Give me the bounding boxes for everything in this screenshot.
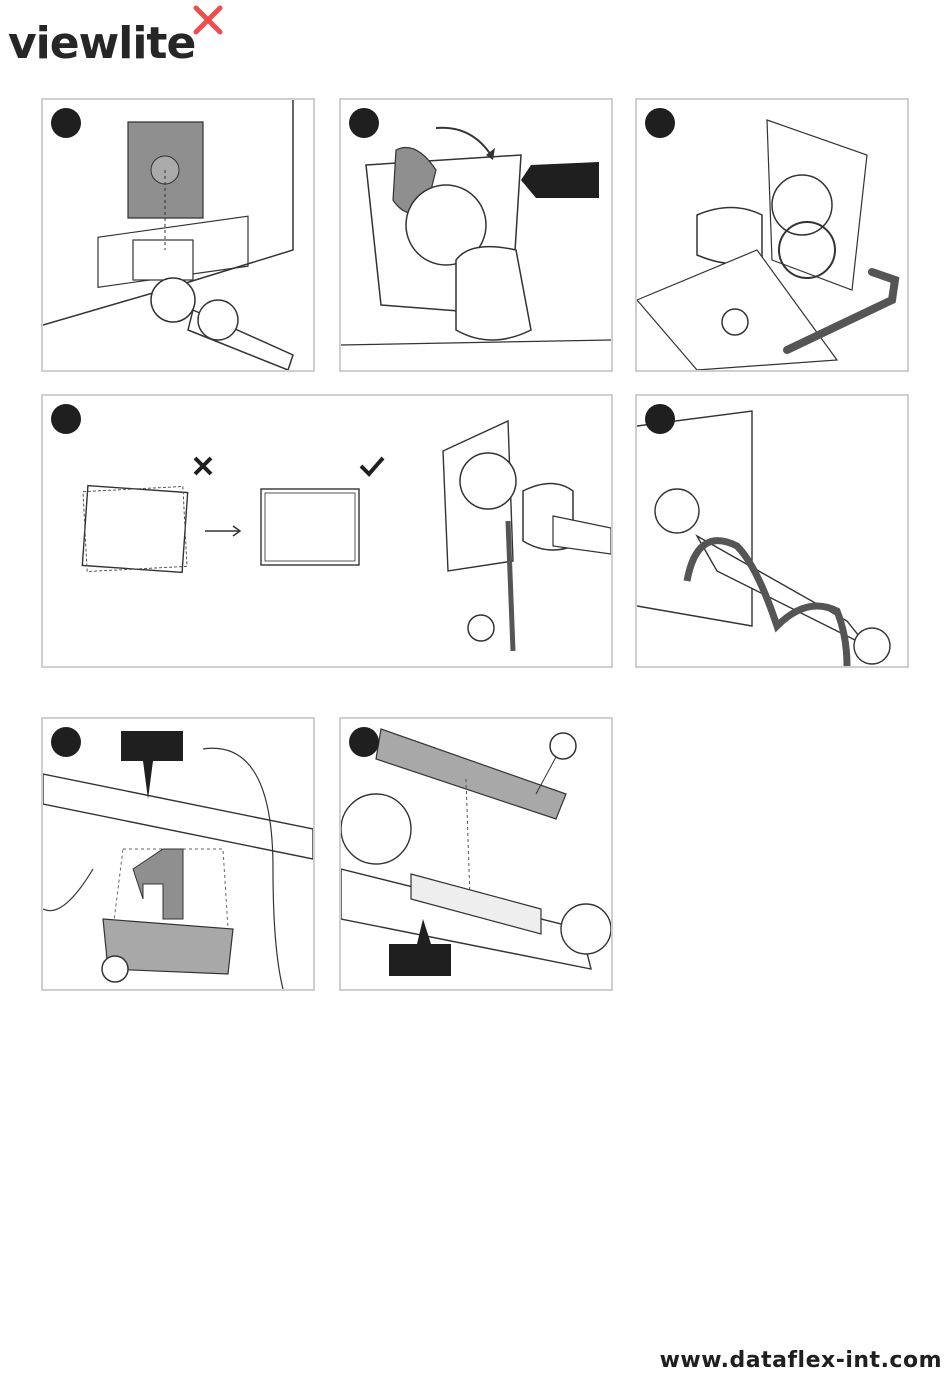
step-4-panel (41, 394, 613, 668)
step-6-illustration (43, 719, 313, 989)
step-2-illustration (341, 100, 611, 370)
footer-website-url: www.dataflex-int.com (660, 1348, 942, 1373)
step-1-illustration (43, 100, 313, 370)
step-3-panel (635, 98, 909, 372)
step-7-panel (339, 717, 613, 991)
step-number-marker (51, 108, 81, 138)
logo-text: viewlite (8, 18, 195, 69)
step-number-marker (645, 404, 675, 434)
step-4-illustration (43, 396, 611, 666)
step-number-marker (51, 404, 81, 434)
check-icon (361, 458, 383, 474)
step-number-marker (349, 108, 379, 138)
tilted-monitor (82, 486, 187, 573)
logo-x-icon (192, 4, 224, 36)
step-number-marker (349, 727, 379, 757)
step-number-marker (51, 727, 81, 757)
step-7-illustration (341, 719, 611, 989)
step-3-illustration (637, 100, 907, 370)
step-1-panel (41, 98, 315, 372)
step-6-panel (41, 717, 315, 991)
level-monitor (261, 489, 359, 565)
step-5-illustration (637, 396, 907, 666)
step-number-marker (645, 108, 675, 138)
cross-icon (195, 458, 211, 474)
step-2-panel (339, 98, 613, 372)
arrow-right-icon (205, 526, 240, 536)
step-5-panel (635, 394, 909, 668)
